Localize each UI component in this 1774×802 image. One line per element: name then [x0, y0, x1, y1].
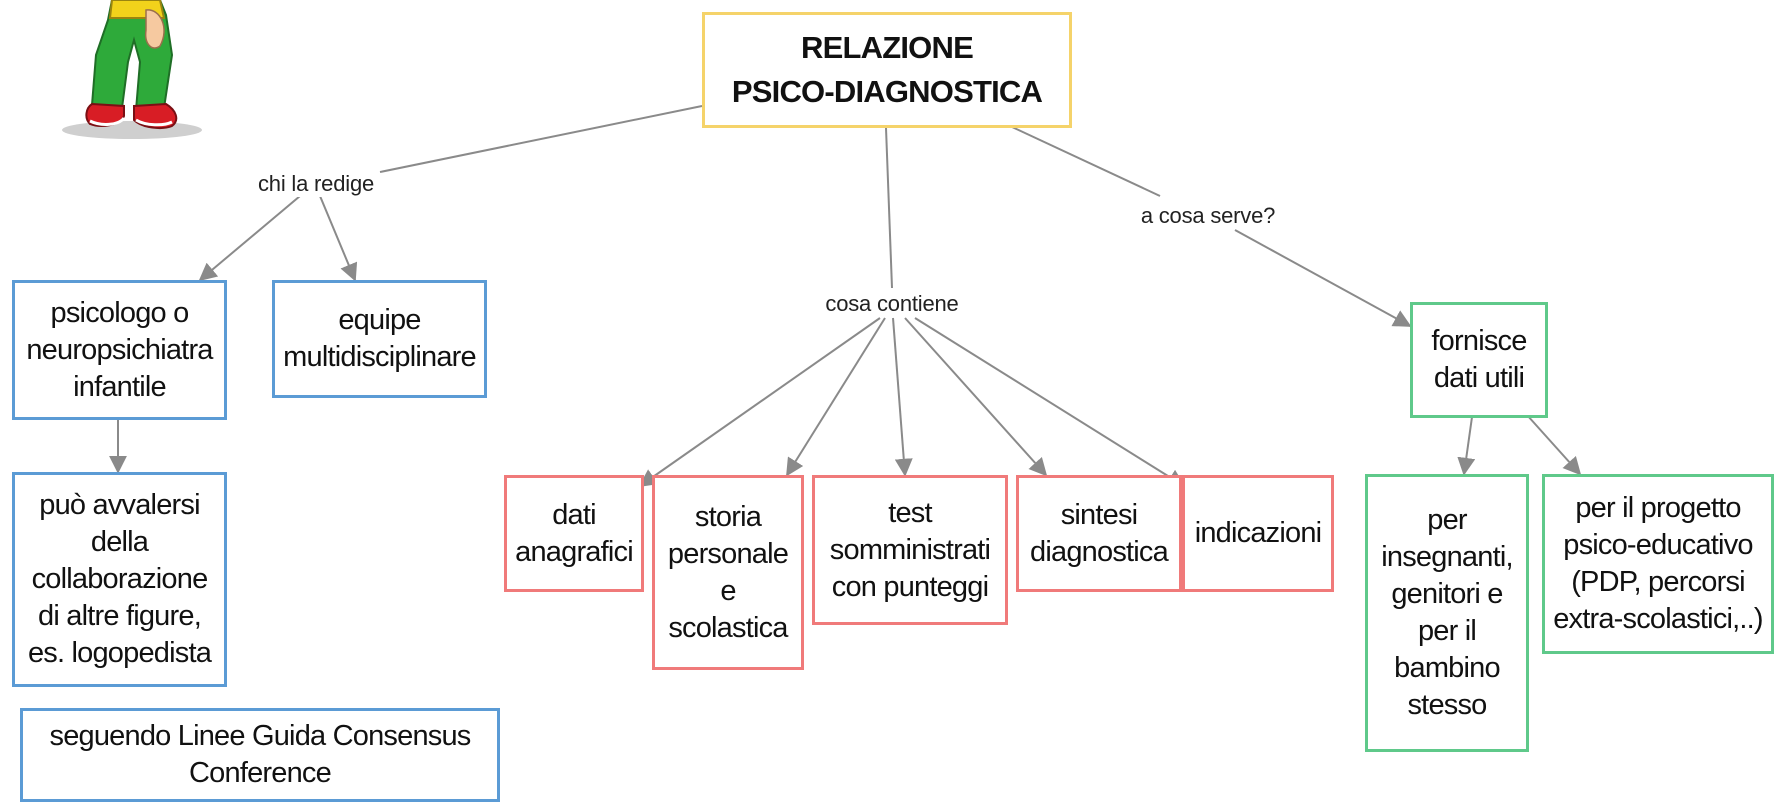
- node-test-somministrati[interactable]: test somministrati con punteggi: [812, 475, 1008, 625]
- node-dati-anagrafici[interactable]: dati anagrafici: [504, 475, 644, 592]
- node-insegnanti-genitori[interactable]: per insegnanti, genitori e per il bambin…: [1365, 474, 1529, 752]
- node-storia-personale[interactable]: storia personale e scolastica: [652, 475, 804, 670]
- link-label-chi-la-redige: chi la redige: [253, 171, 379, 197]
- node-fornisce-dati-utili[interactable]: fornisce dati utili: [1410, 302, 1548, 418]
- node-equipe[interactable]: equipe multidisciplinare: [272, 280, 487, 398]
- cartoon-character-legs-icon: [62, 0, 202, 139]
- node-progetto-psico-educativo[interactable]: per il progetto psico-educativo (PDP, pe…: [1542, 474, 1774, 654]
- link-label-a-cosa-serve: a cosa serve?: [1136, 203, 1280, 229]
- node-sintesi-diagnostica[interactable]: sintesi diagnostica: [1016, 475, 1182, 592]
- node-linee-guida[interactable]: seguendo Linee Guida Consensus Conferenc…: [20, 708, 500, 802]
- root-node-relazione[interactable]: RELAZIONE PSICO-DIAGNOSTICA: [702, 12, 1072, 128]
- node-indicazioni[interactable]: indicazioni: [1182, 475, 1334, 592]
- node-avvalersi[interactable]: può avvalersi della collaborazione di al…: [12, 472, 227, 687]
- link-label-cosa-contiene: cosa contiene: [821, 291, 963, 317]
- node-psicologo[interactable]: psicologo o neuropsichiatra infantile: [12, 280, 227, 420]
